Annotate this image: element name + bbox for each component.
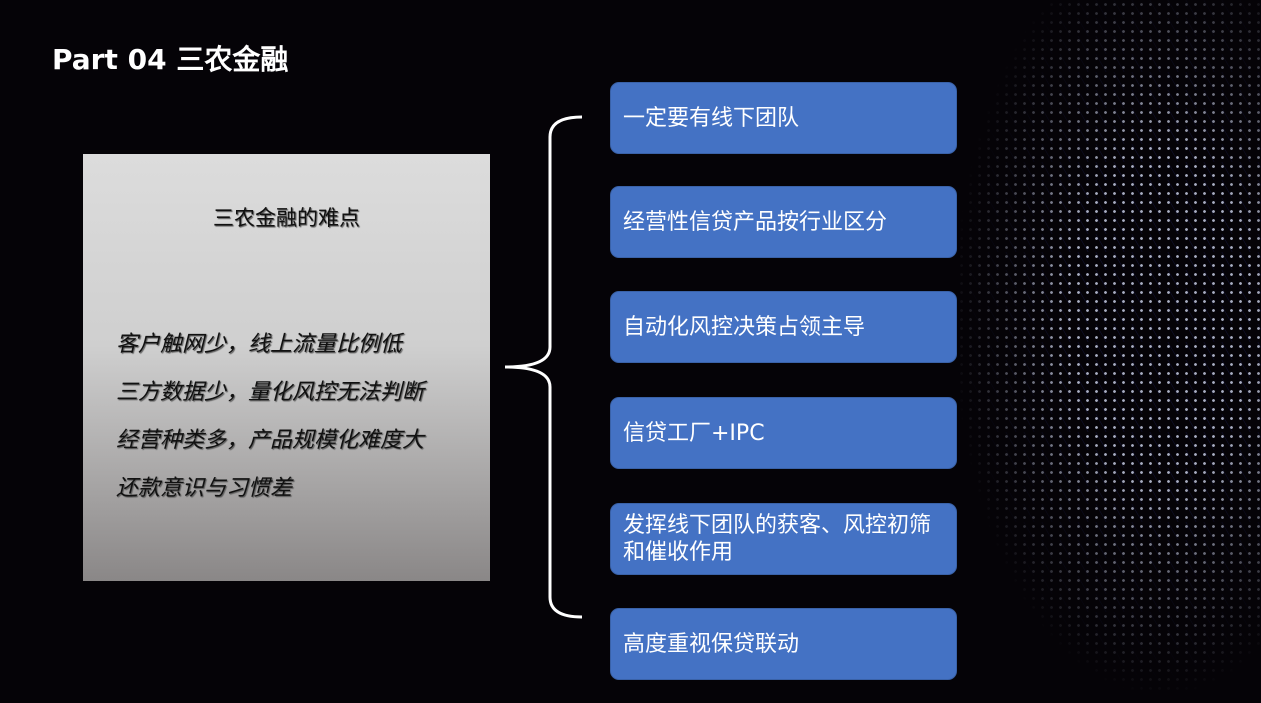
solution-box: 高度重视保贷联动 bbox=[610, 608, 957, 680]
panel-title: 三农金融的难点 bbox=[213, 206, 360, 230]
difficulty-item: 三方数据少，量化风控无法判断 bbox=[116, 380, 425, 405]
solution-box: 一定要有线下团队 bbox=[610, 82, 957, 154]
solution-box: 发挥线下团队的获客、风控初筛和催收作用 bbox=[610, 503, 957, 575]
solution-box: 自动化风控决策占领主导 bbox=[610, 291, 957, 363]
slide-title: Part 04 三农金融 bbox=[52, 43, 289, 76]
difficulties-panel: 三农金融的难点 客户触网少，线上流量比例低 三方数据少，量化风控无法判断 经营种… bbox=[83, 154, 490, 581]
dot-mesh-background bbox=[930, 0, 1261, 703]
solution-box: 信贷工厂+IPC bbox=[610, 397, 957, 469]
difficulty-item: 还款意识与习惯差 bbox=[116, 476, 293, 501]
solution-box: 经营性信贷产品按行业区分 bbox=[610, 186, 957, 258]
difficulty-item: 客户触网少，线上流量比例低 bbox=[116, 332, 403, 357]
difficulty-item: 经营种类多，产品规模化难度大 bbox=[116, 428, 425, 453]
curly-brace bbox=[504, 115, 583, 619]
